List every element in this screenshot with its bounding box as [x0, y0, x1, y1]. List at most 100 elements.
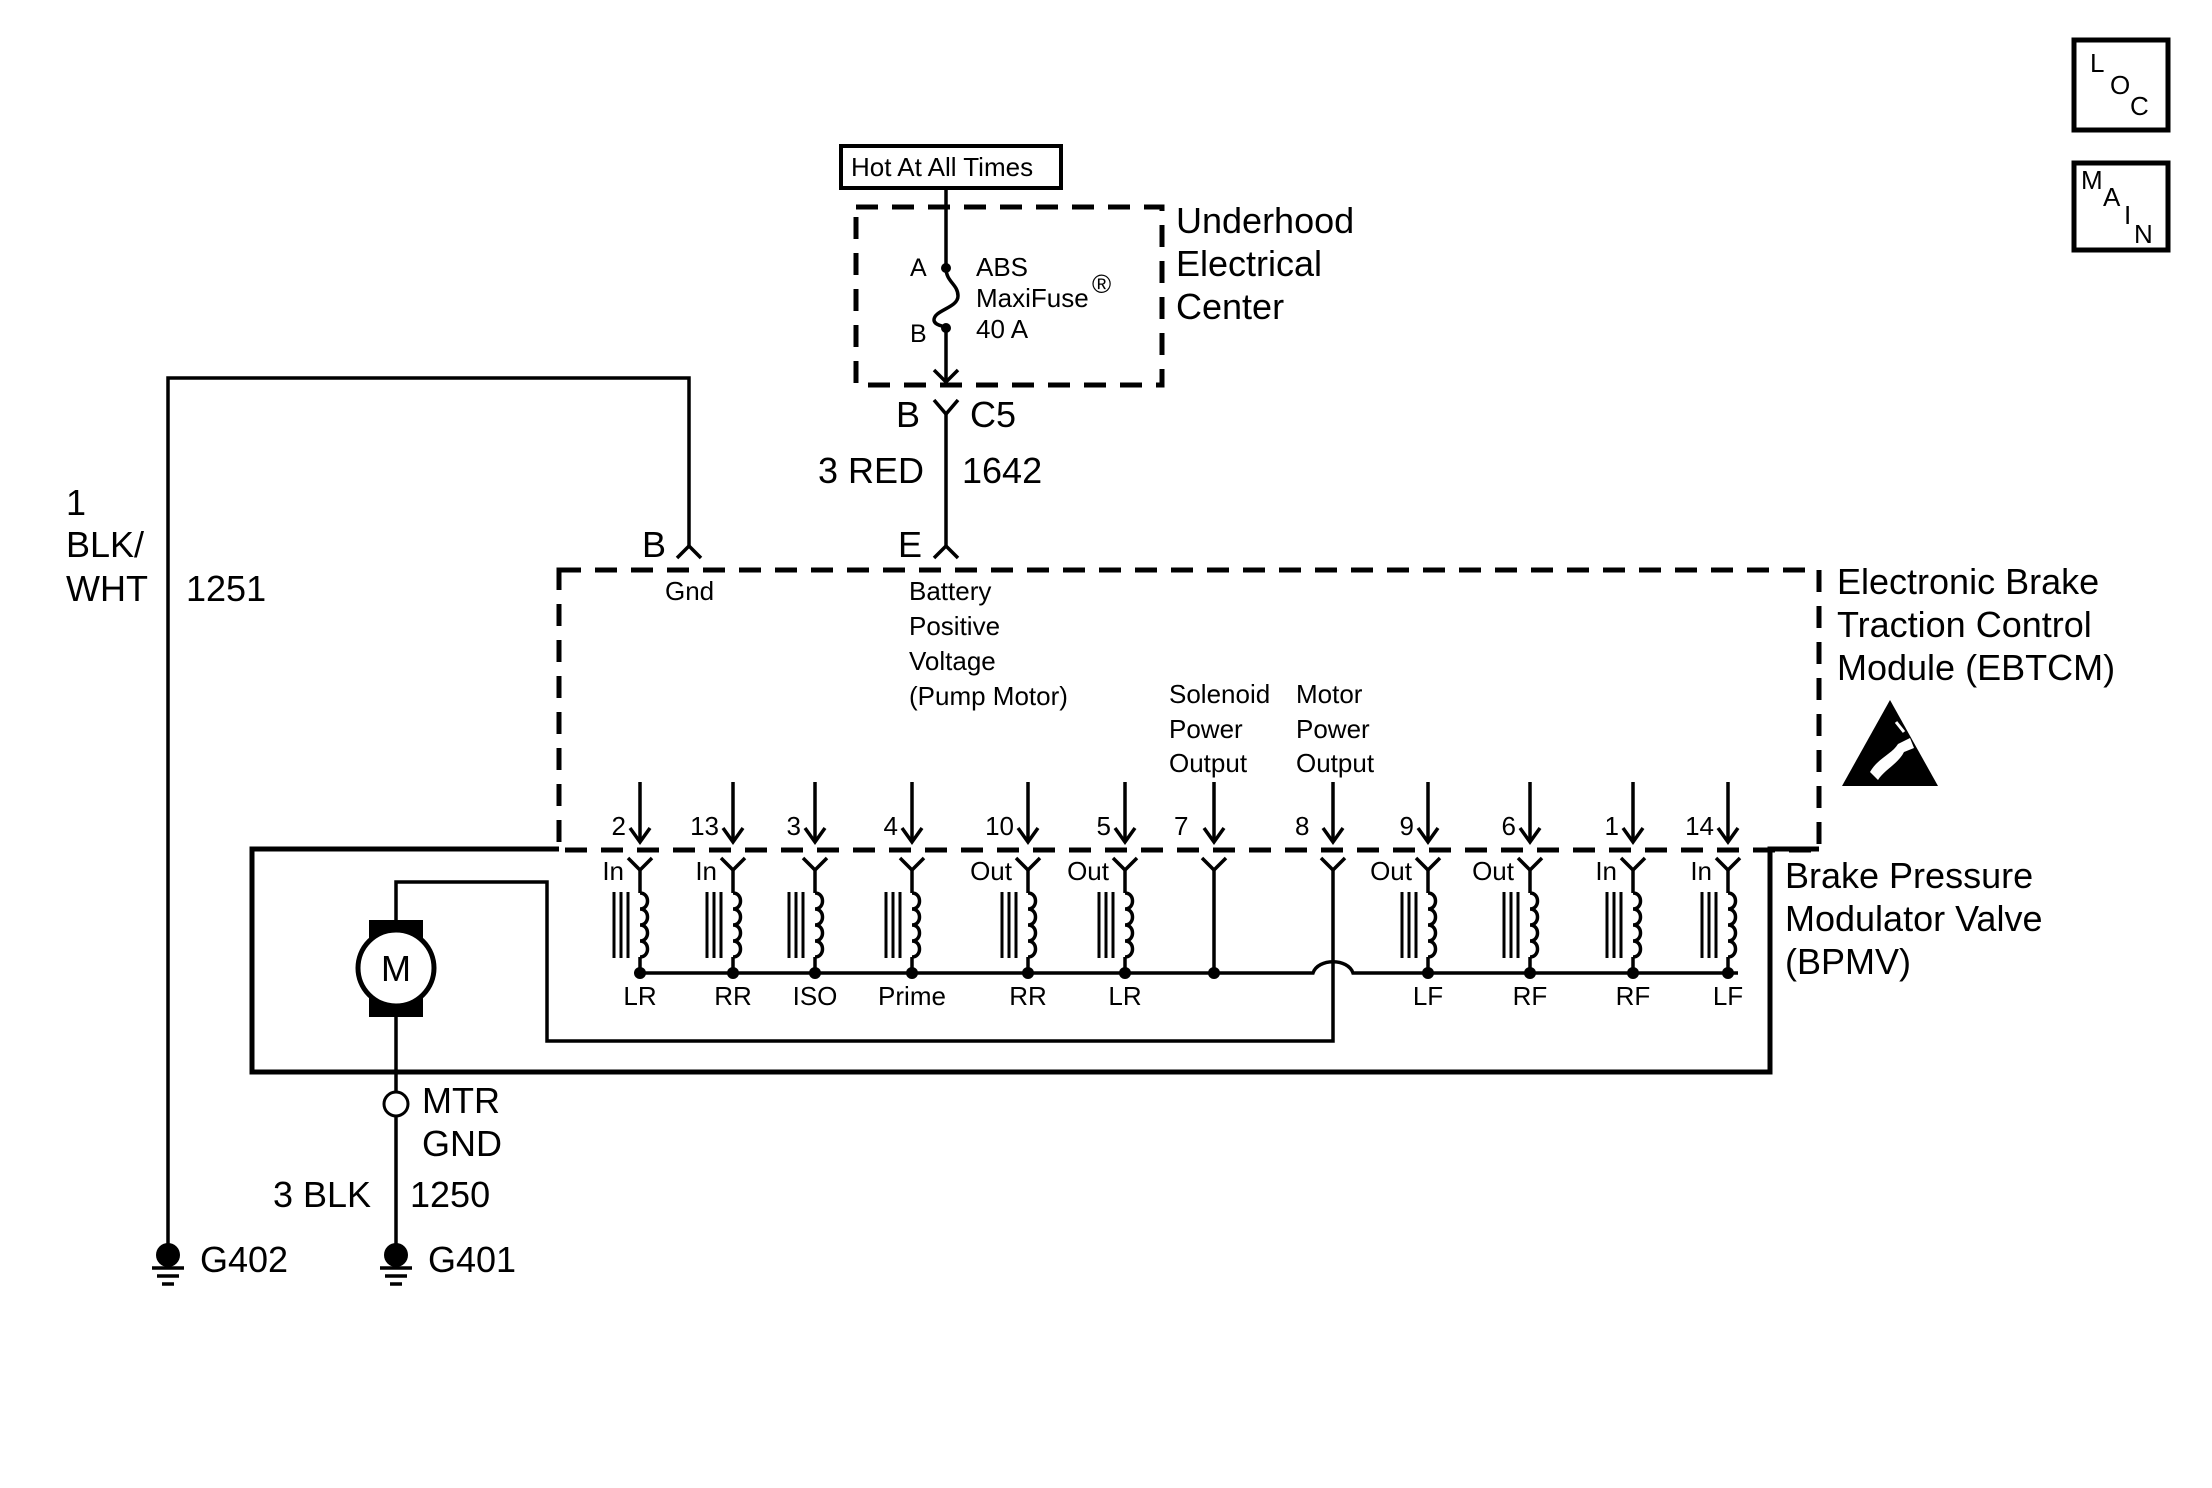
- solenoid-5-output-arrow: [1016, 826, 1040, 846]
- ebtcm-title-line1: Electronic Brake: [1837, 561, 2099, 602]
- wire-1642-gauge-color: 3 RED: [818, 450, 924, 491]
- solenoid-9-receptacle: [1619, 856, 1647, 873]
- solenoid-label-line1: Solenoid: [1169, 679, 1270, 709]
- solenoid-9-pin-label: 1: [1605, 811, 1619, 841]
- bpmv-title-line1: Brake Pressure: [1785, 855, 2033, 896]
- solenoid-7-bus-junction: [1422, 967, 1434, 979]
- solenoid-2-type-label: In: [695, 856, 717, 886]
- solenoid-7-output-arrow: [1416, 826, 1440, 846]
- motor-label-line2: Power: [1296, 714, 1370, 744]
- solenoid-label-line2: Power: [1169, 714, 1243, 744]
- solenoid-1-bus-junction: [634, 967, 646, 979]
- solenoid-3-coil: [814, 891, 825, 959]
- bpmv-title-line3: (BPMV): [1785, 941, 1911, 982]
- solenoid-10-coil: [1727, 891, 1738, 959]
- solenoid-7-wheel-label: LF: [1413, 981, 1443, 1011]
- wire-1251: [166, 376, 703, 1252]
- motor-label-line3: Output: [1296, 748, 1375, 778]
- registered-mark: ®: [1092, 269, 1111, 299]
- solenoid-7-type-label: Out: [1370, 856, 1413, 886]
- solenoid-6-coil: [1124, 891, 1135, 959]
- ebtcm-pin-e-label: E: [898, 524, 922, 565]
- batt-label-line4: (Pump Motor): [909, 681, 1068, 711]
- solenoid-6-receptacle: [1111, 856, 1139, 873]
- ebtcm-module-box: [556, 567, 1822, 853]
- solenoid-4-wheel-label: Prime: [878, 981, 946, 1011]
- mtr-gnd-line2: GND: [422, 1123, 502, 1164]
- solenoid-6-pin-label: 5: [1097, 811, 1111, 841]
- solenoid-5-pin-label: 10: [985, 811, 1014, 841]
- solenoid-1-output-arrow: [628, 826, 652, 846]
- main-letter-n: N: [2134, 219, 2153, 249]
- solenoid-2-wheel-label: RR: [714, 981, 752, 1011]
- solenoid-4-pin-label: 4: [884, 811, 898, 841]
- ground-g401-icon: [380, 1243, 412, 1286]
- bpmv-title-line2: Modulator Valve: [1785, 898, 2042, 939]
- solenoid-6-output-arrow: [1113, 826, 1137, 846]
- solenoid-10-wheel-label: LF: [1713, 981, 1743, 1011]
- solenoid-2-bus-junction: [727, 967, 739, 979]
- esd-warning-icon: [1842, 700, 1938, 786]
- solenoid-9-wheel-label: RF: [1616, 981, 1651, 1011]
- solenoid-1-pin-label: 2: [612, 811, 626, 841]
- solenoid-1-type-label: In: [602, 856, 624, 886]
- solenoid-5-coil: [1027, 891, 1038, 959]
- solenoid-8-bus-junction: [1524, 967, 1536, 979]
- solenoid-8-output-arrow: [1518, 826, 1542, 846]
- ground-g401-label: G401: [428, 1239, 516, 1280]
- solenoid-5-bus-junction: [1022, 967, 1034, 979]
- c5-connector-label: C5: [970, 394, 1016, 435]
- solenoid-4-coil: [911, 891, 922, 959]
- underhood-title-line2: Electrical: [1176, 243, 1322, 284]
- solenoid-2-pin-label: 13: [690, 811, 719, 841]
- solenoid-8-wheel-label: RF: [1513, 981, 1548, 1011]
- solenoid-7-pin-label: 9: [1400, 811, 1414, 841]
- ground-g402-label: G402: [200, 1239, 288, 1280]
- abs-maxifuse: [932, 188, 960, 385]
- wire-1642-circuit: 1642: [962, 450, 1042, 491]
- solenoid-1-wheel-label: LR: [623, 981, 656, 1011]
- ground-g402-icon: [152, 1243, 184, 1286]
- solenoid-10-type-label: In: [1690, 856, 1712, 886]
- underhood-electrical-center-box: [853, 204, 1165, 388]
- fuse-label-line3: 40 A: [976, 314, 1029, 344]
- main-letter-a: A: [2103, 182, 2121, 212]
- wire-1251-circuit: 1251: [186, 568, 266, 609]
- solenoid-8-pin-label: 6: [1502, 811, 1516, 841]
- solenoid-6-bus-junction: [1119, 967, 1131, 979]
- solenoid-7-receptacle: [1414, 856, 1442, 873]
- solenoid-1-receptacle: [626, 856, 654, 873]
- loc-letter-l: L: [2090, 48, 2104, 78]
- main-letter-m: M: [2081, 165, 2103, 195]
- solenoid-10-receptacle: [1714, 856, 1742, 873]
- solenoid-8-coil: [1529, 891, 1540, 959]
- pin-8-label: 8: [1295, 811, 1309, 841]
- underhood-title-line3: Center: [1176, 286, 1284, 327]
- main-letter-i: I: [2124, 200, 2131, 230]
- solenoid-6-type-label: Out: [1067, 856, 1110, 886]
- solenoid-2-coil: [732, 891, 743, 959]
- solenoid-3-wheel-label: ISO: [793, 981, 838, 1011]
- wire-1251-color-line2: WHT: [66, 568, 148, 609]
- batt-label-line2: Positive: [909, 611, 1000, 641]
- fuse-terminal-b: B: [910, 320, 927, 348]
- solenoid-9-bus-junction: [1627, 967, 1639, 979]
- solenoid-3-bus-junction: [809, 967, 821, 979]
- fuse-terminal-a: A: [910, 254, 927, 282]
- loc-badge[interactable]: L O C: [2071, 37, 2171, 133]
- ebtcm-gnd-label: Gnd: [665, 576, 714, 606]
- main-badge[interactable]: M A I N: [2071, 160, 2171, 253]
- solenoid-9-output-arrow: [1621, 826, 1645, 846]
- solenoid-8-receptacle: [1516, 856, 1544, 873]
- solenoid-common-bus: [640, 960, 1738, 975]
- solenoid-6-wheel-label: LR: [1108, 981, 1141, 1011]
- solenoid-2-receptacle: [719, 856, 747, 873]
- solenoid-5-receptacle: [1014, 856, 1042, 873]
- loc-letter-o: O: [2110, 70, 2130, 100]
- bpmv-outline: [249, 846, 1819, 1075]
- ebtcm-title-line2: Traction Control: [1837, 604, 2092, 645]
- solenoid-2-output-arrow: [721, 826, 745, 846]
- supply-label: Hot At All Times: [851, 152, 1033, 182]
- motor-label-line1: Motor: [1296, 679, 1363, 709]
